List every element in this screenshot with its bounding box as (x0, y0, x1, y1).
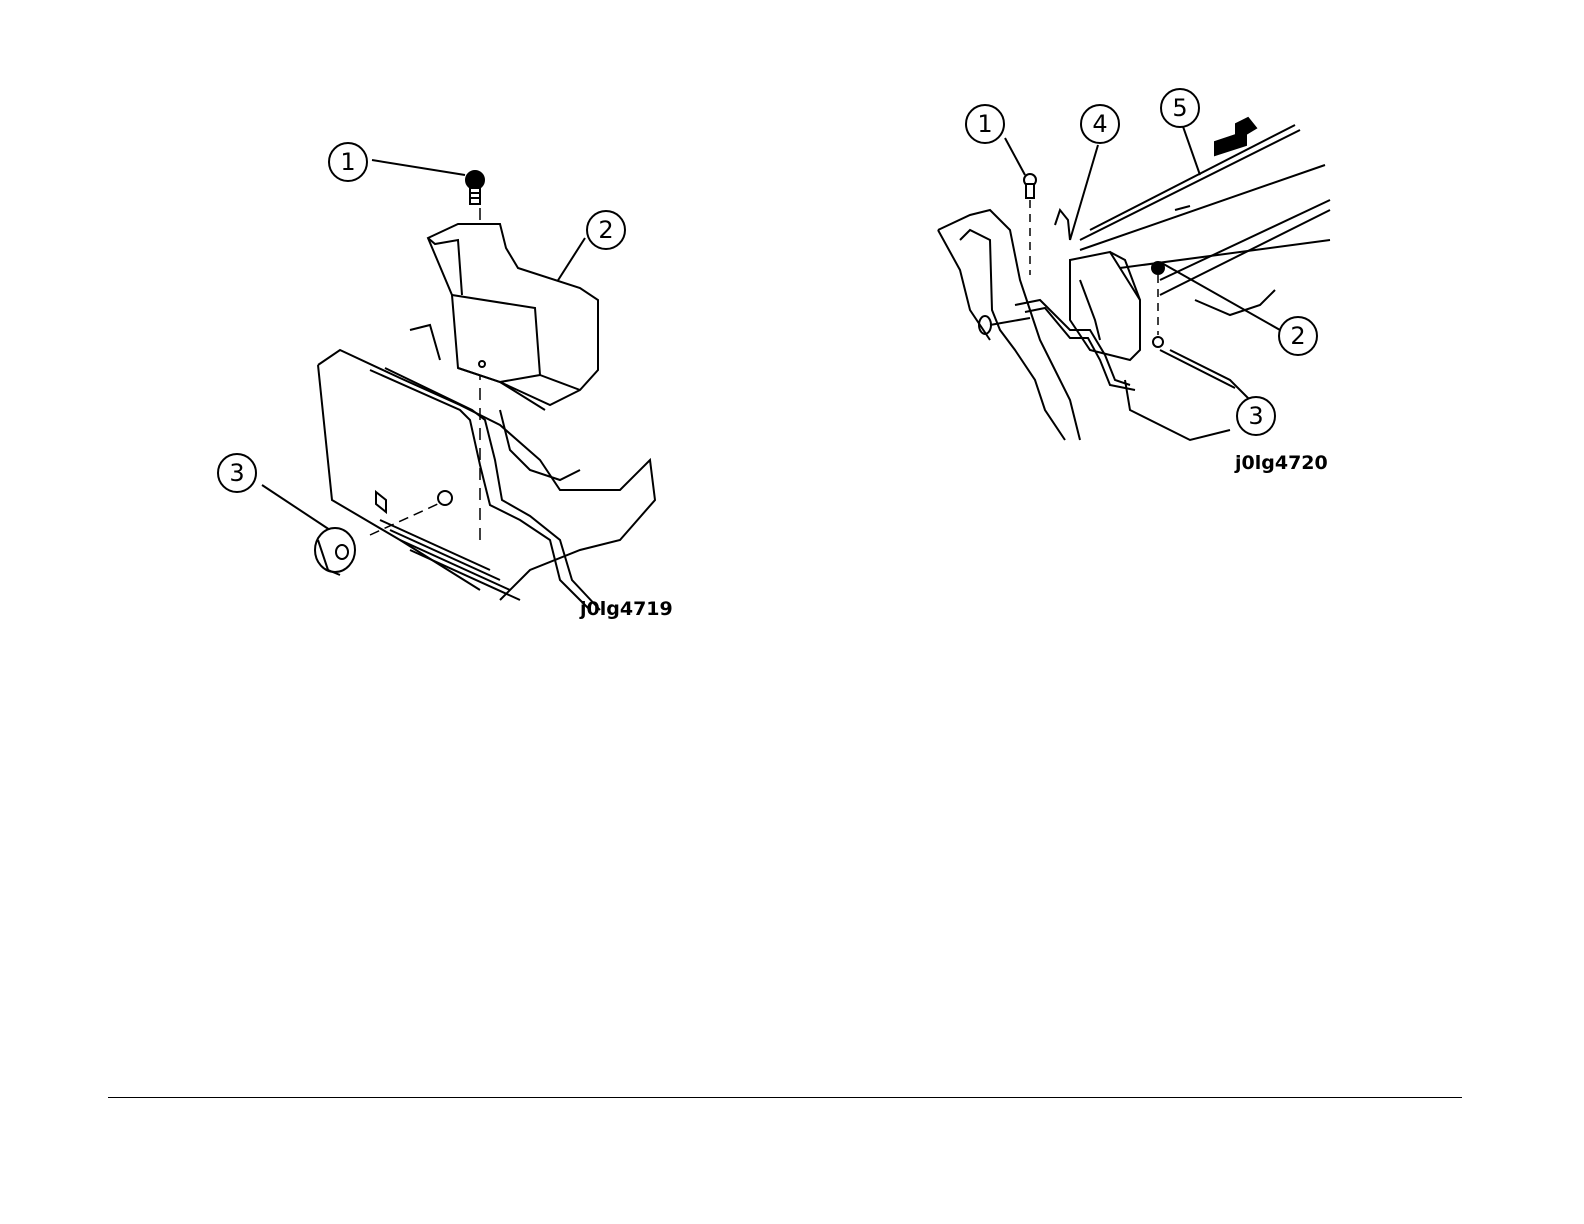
screw-part (466, 171, 484, 204)
leader-line (262, 485, 330, 530)
callout-5: 5 (1160, 88, 1200, 128)
footer-rule (108, 1097, 1462, 1098)
callout-1: 1 (328, 142, 368, 182)
callout-1: 1 (965, 104, 1005, 144)
callout-3: 3 (1236, 396, 1276, 436)
leader-line (555, 238, 585, 285)
leader-line (1070, 145, 1098, 240)
figure-right-illustration: 1 4 5 2 3 j0lg4720 (930, 80, 1350, 480)
leader-line (1160, 350, 1235, 388)
callout-3: 3 (217, 453, 257, 493)
callout-2: 2 (1278, 316, 1318, 356)
knob-part (315, 528, 355, 575)
figure-left-illustration: 1 2 3 j0lg4719 (200, 120, 700, 640)
figure-id-label: j0lg4720 (1235, 452, 1328, 474)
callout-4: 4 (1080, 104, 1120, 144)
left-drawing (200, 120, 700, 640)
direction-arrow (1215, 118, 1256, 155)
leader-line (1005, 138, 1025, 175)
callout-2: 2 (586, 210, 626, 250)
leader-line (372, 160, 465, 175)
figure-id-label: j0lg4719 (580, 598, 673, 620)
bracket-part (428, 224, 598, 410)
